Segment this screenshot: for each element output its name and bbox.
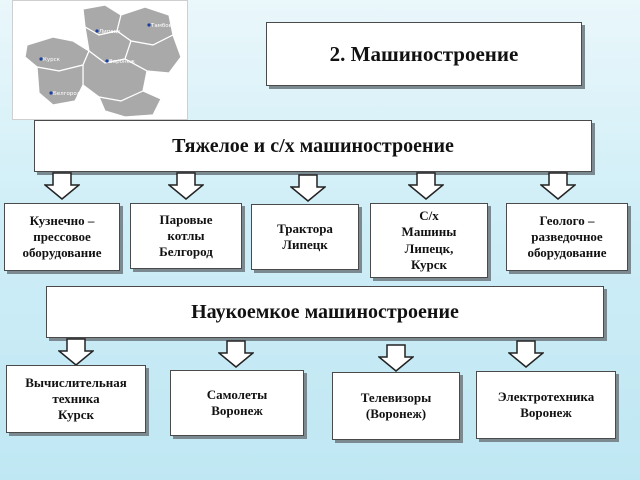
heavy-item-geology: Геолого – разведочное оборудование bbox=[506, 203, 628, 271]
heavy-item-tractors: Трактора Липецк bbox=[251, 204, 359, 270]
down-arrow-icon bbox=[58, 338, 94, 366]
down-arrow-icon bbox=[408, 172, 444, 200]
down-arrow-icon bbox=[290, 174, 326, 202]
map-label-lipetsk: Липецк bbox=[99, 29, 121, 35]
heavy-item-boilers: Паровые котлы Белгород bbox=[130, 203, 242, 269]
down-arrow-icon bbox=[168, 172, 204, 200]
down-arrow-icon bbox=[540, 172, 576, 200]
down-arrow-icon bbox=[218, 340, 254, 368]
science-item-tv: Телевизоры (Воронеж) bbox=[332, 372, 460, 440]
map-region bbox=[98, 90, 162, 118]
high-tech-header: Наукоемкое машиностроение bbox=[46, 286, 604, 338]
region-map: Липецк Тамбов Курск Белгород Воронеж bbox=[12, 0, 188, 120]
map-city-dot bbox=[147, 23, 151, 27]
science-item-computing: Вычислительная техника Курск bbox=[6, 365, 146, 433]
region-map-graphic: Липецк Тамбов Курск Белгород Воронеж bbox=[24, 4, 182, 118]
map-label-belgorod: Белгород bbox=[53, 91, 81, 97]
down-arrow-icon bbox=[378, 344, 414, 372]
down-arrow-icon bbox=[508, 340, 544, 368]
page-title: 2. Машиностроение bbox=[266, 22, 582, 86]
map-region bbox=[36, 64, 84, 106]
map-city-dot bbox=[105, 59, 109, 63]
map-city-dot bbox=[95, 29, 99, 33]
science-item-aircraft: Самолеты Воронеж bbox=[170, 370, 304, 436]
map-label-tambov: Тамбов bbox=[150, 23, 172, 29]
heavy-item-forging: Кузнечно – прессовое оборудование bbox=[4, 203, 120, 271]
map-label-kursk: Курск bbox=[43, 57, 61, 63]
heavy-item-agri-machines: С/х Машины Липецк, Курск bbox=[370, 203, 488, 278]
map-city-dot bbox=[39, 57, 43, 61]
map-city-dot bbox=[49, 91, 53, 95]
down-arrow-icon bbox=[44, 172, 80, 200]
heavy-machinery-header: Тяжелое и с/х машиностроение bbox=[34, 120, 592, 172]
map-label-voronezh: Воронеж bbox=[109, 59, 135, 65]
science-item-electrical: Электротехника Воронеж bbox=[476, 371, 616, 439]
